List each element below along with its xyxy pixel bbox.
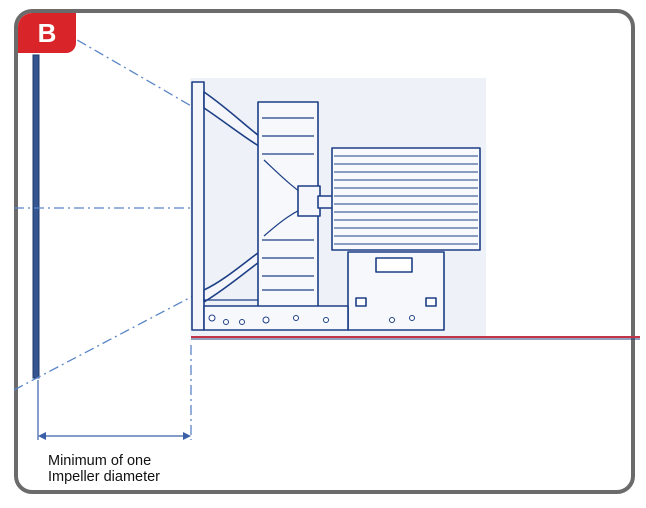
upper-cone-line (59, 29, 194, 108)
dimension-arrow-left (38, 432, 46, 440)
dimension-line (37, 380, 191, 440)
motor-fins (334, 155, 478, 245)
panel-label-badge: B (18, 13, 76, 53)
motor-body (331, 147, 481, 251)
dimension-arrow-right (183, 432, 191, 440)
impeller-blades (262, 117, 314, 277)
inlet-flange (191, 81, 205, 331)
clearance-caption: Minimum of one Impeller diameter (48, 453, 160, 485)
caption-line-2: Impeller diameter (48, 469, 161, 485)
panel-frame (14, 9, 635, 494)
lower-cone-line (13, 295, 194, 391)
shaft-coupling (297, 185, 321, 217)
motor-base-slot (375, 257, 413, 273)
caption-line-1: Minimum of one (48, 453, 152, 469)
wall-obstruction (32, 54, 40, 379)
fan-equipment (191, 81, 481, 331)
guide-lines (13, 29, 194, 440)
base-bolts (208, 314, 415, 325)
